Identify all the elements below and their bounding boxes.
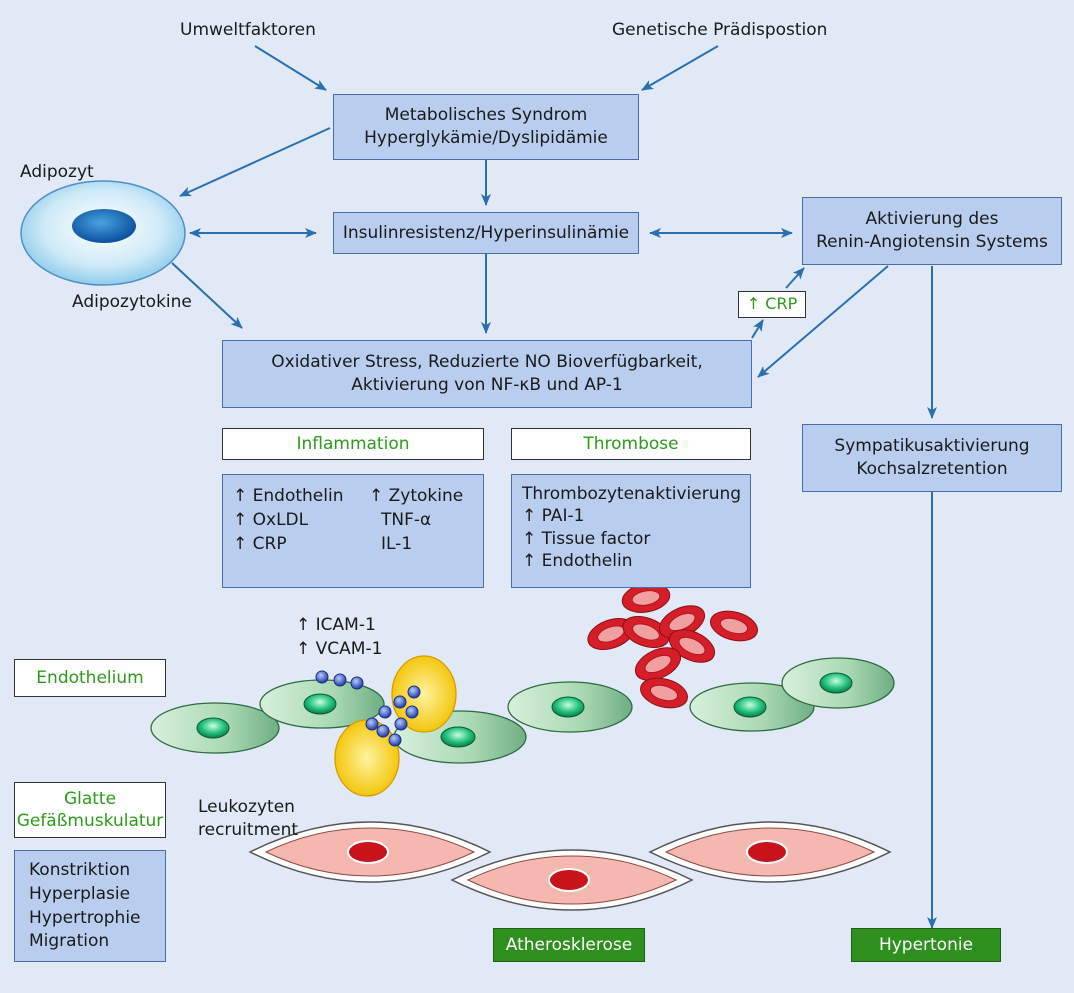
arrow-raas-to-oxidativ xyxy=(757,265,889,378)
arrow-metabolic-to-adipozyt xyxy=(179,127,331,197)
leukozyten-line1: Leukozyten xyxy=(198,797,295,817)
adhesion-item: ↑ VCAM-1 xyxy=(296,638,383,659)
box-raas: Aktivierung des Renin-Angiotensin System… xyxy=(802,197,1062,265)
box-oxidativer-stress-line2: Aktivierung von NF-κB und AP-1 xyxy=(351,375,623,395)
adhesion-molecules xyxy=(315,670,421,747)
smooth-muscle-cell xyxy=(450,849,694,911)
box-crp: ↑ CRP xyxy=(738,291,806,318)
hypertonie-label: Hypertonie xyxy=(878,935,974,955)
box-glatte-gefaessmuskulatur: Glatte Gefäßmuskulatur xyxy=(14,782,166,838)
thrombose-item: Thrombozytenaktivierung xyxy=(522,484,742,504)
box-insulinresistenz: Insulinresistenz/Hyperinsulinämie xyxy=(333,212,639,254)
endothelial-cell xyxy=(150,702,280,754)
box-muscle-effects: Konstriktion Hyperplasie Hypertrophie Mi… xyxy=(14,850,166,962)
box-crp-text: ↑ CRP xyxy=(746,294,798,314)
smooth-muscle-cell xyxy=(248,821,492,883)
arrow-adipozyt-to-oxidativ xyxy=(171,262,243,329)
muscle-effect-item: Migration xyxy=(29,931,110,952)
arrow-umwelt-to-metabolic xyxy=(254,45,327,91)
box-atherosklerose: Atherosklerose xyxy=(493,928,645,962)
inflammation-item: ↑ Endothelin xyxy=(233,486,344,506)
smooth-muscle-cells xyxy=(248,821,892,911)
atherosklerose-label: Atherosklerose xyxy=(505,935,633,955)
box-hypertonie: Hypertonie xyxy=(851,928,1001,962)
muscle-effects-list: Konstriktion Hyperplasie Hypertrophie Mi… xyxy=(29,859,141,954)
box-insulinresistenz-text: Insulinresistenz/Hyperinsulinämie xyxy=(342,222,630,243)
inflammation-item: TNF-α xyxy=(381,509,432,530)
box-raas-line1: Aktivierung des xyxy=(865,209,999,230)
inflammation-item: IL-1 xyxy=(381,533,413,554)
box-sympatikusaktivierung-line2: Kochsalzretention xyxy=(856,459,1008,479)
box-inflammation-header: Inflammation xyxy=(222,428,484,460)
thrombose-item: ↑ PAI-1 xyxy=(522,506,585,527)
box-oxidativer-stress-line1: Oxidativer Stress, Reduzierte NO Bioverf… xyxy=(271,352,703,373)
thrombose-item: ↑ Endothelin xyxy=(522,551,633,572)
muscle-effect-item: Hyperplasie xyxy=(29,883,131,904)
box-sympatikusaktivierung: Sympatikusaktivierung Kochsalzretention xyxy=(802,424,1062,492)
label-genetische-praedisposition: Genetische Prädispostion xyxy=(612,20,828,40)
endothelial-cell xyxy=(507,681,633,733)
endothelial-cell xyxy=(689,682,815,732)
box-metabolisches-syndrom: Metabolisches Syndrom Hyperglykämie/Dysl… xyxy=(333,94,639,160)
label-umweltfaktoren: Umweltfaktoren xyxy=(180,20,316,40)
box-thrombose-header: Thrombose xyxy=(511,428,751,460)
box-oxidativer-stress: Oxidativer Stress, Reduzierte NO Bioverf… xyxy=(222,340,752,408)
arrow-oxidativ-to-crp xyxy=(751,319,764,339)
box-metabolisches-syndrom-line2: Hyperglykämie/Dyslipidämie xyxy=(364,128,608,148)
adhesion-item: ↑ ICAM-1 xyxy=(296,615,376,635)
box-sympatikusaktivierung-line1: Sympatikusaktivierung xyxy=(834,436,1030,457)
box-inflammation-list: ↑ Endothelin ↑ OxLDL ↑ CRP ↑ Zytokine TN… xyxy=(222,474,484,588)
smooth-muscle-cell xyxy=(648,821,892,883)
thrombose-list: Thrombozytenaktivierung ↑ PAI-1 ↑ Tissue… xyxy=(522,483,741,573)
inflammation-title: Inflammation xyxy=(296,433,410,454)
endothelial-cells xyxy=(150,657,895,764)
box-thrombose-list: Thrombozytenaktivierung ↑ PAI-1 ↑ Tissue… xyxy=(511,474,751,588)
adipozyt-cell xyxy=(20,180,186,286)
adhesion-molecule-list: ↑ ICAM-1 ↑ VCAM-1 xyxy=(296,614,382,662)
muscle-effect-item: Hypertrophie xyxy=(29,907,141,928)
inflammation-item: ↑ Zytokine xyxy=(369,486,464,506)
thrombose-title: Thrombose xyxy=(583,433,679,454)
glatte-line2: Gefäßmuskulatur xyxy=(16,811,164,831)
adipozyt-nucleus xyxy=(72,209,136,243)
arrow-crp-to-raas xyxy=(785,267,805,289)
glatte-line1: Glatte xyxy=(63,788,117,809)
box-raas-line2: Renin-Angiotensin Systems xyxy=(816,232,1048,252)
box-metabolisches-syndrom-line1: Metabolisches Syndrom xyxy=(384,105,588,126)
label-adipozyt: Adipozyt xyxy=(20,162,94,182)
inflammation-item: ↑ OxLDL xyxy=(233,509,309,530)
endothelial-cell xyxy=(259,679,385,729)
endothelial-cell xyxy=(781,657,895,709)
inflammation-list-left: ↑ Endothelin ↑ OxLDL ↑ CRP xyxy=(233,485,343,556)
inflammation-item: ↑ CRP xyxy=(233,533,287,554)
erythrocytes xyxy=(587,583,758,709)
arrow-genetic-to-metabolic xyxy=(641,45,719,91)
box-endothelium: Endothelium xyxy=(14,659,166,697)
thrombose-item: ↑ Tissue factor xyxy=(522,528,651,549)
endothelium-label: Endothelium xyxy=(36,667,144,688)
inflammation-list-right: ↑ Zytokine TNF-α IL-1 xyxy=(369,485,463,556)
muscle-effect-item: Konstriktion xyxy=(29,860,131,880)
arrows xyxy=(171,45,937,929)
label-leukozyten-recruitment: Leukozyten recruitment xyxy=(198,796,298,842)
leukozyten-line2: recruitment xyxy=(198,819,299,840)
label-adipozytokine: Adipozytokine xyxy=(72,292,192,312)
